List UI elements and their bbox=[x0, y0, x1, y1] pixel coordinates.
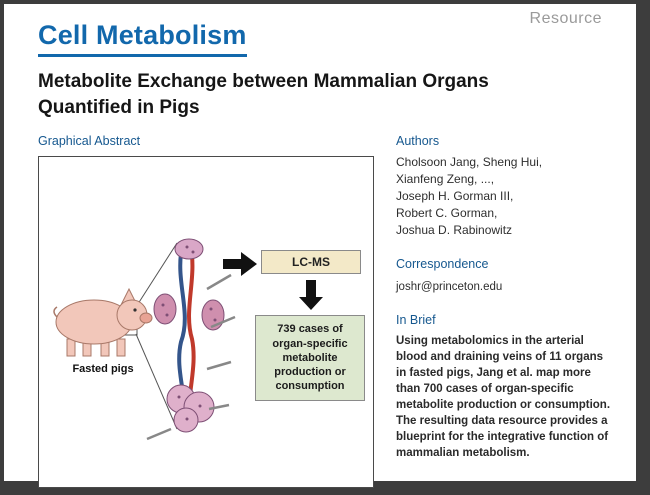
content-columns: Graphical Abstract bbox=[38, 134, 636, 489]
article-title: Metabolite Exchange between Mammalian Or… bbox=[38, 71, 489, 118]
journal-page: Resource Cell Metabolism Metabolite Exch… bbox=[4, 4, 636, 489]
info-column: Authors Cholsoon Jang, Sheng Hui, Xianfe… bbox=[396, 134, 616, 488]
correspondence-email-link[interactable]: joshr@princeton.edu bbox=[396, 281, 503, 294]
journal-title: Cell Metabolism bbox=[38, 20, 247, 57]
authors-heading: Authors bbox=[396, 134, 440, 149]
needle-icons bbox=[146, 274, 236, 441]
in-brief-heading: In Brief bbox=[396, 313, 436, 328]
arrow-down-icon bbox=[299, 280, 323, 311]
in-brief-text: Using metabolomics in the arterial blood… bbox=[396, 335, 611, 460]
author-line: Robert C. Gorman, bbox=[396, 206, 498, 221]
abstract-figure bbox=[53, 238, 323, 441]
author-line: Cholsoon Jang, Sheng Hui, bbox=[396, 155, 543, 170]
result-box: 739 cases of organ-specific metabolite p… bbox=[255, 315, 365, 401]
correspondence-heading: Correspondence bbox=[396, 257, 489, 272]
graphical-abstract-column: Graphical Abstract bbox=[38, 134, 380, 489]
organ-diagram bbox=[153, 238, 225, 433]
authors-list: Cholsoon Jang, Sheng Hui, Xianfeng Zeng,… bbox=[396, 154, 616, 239]
author-line: Joshua D. Rabinowitz bbox=[396, 223, 513, 238]
graphical-abstract-box: LC-MS 739 cases of organ-specific metabo… bbox=[38, 156, 374, 489]
author-line: Xianfeng Zeng, ..., bbox=[396, 172, 495, 187]
pig-illustration-icon bbox=[53, 288, 153, 357]
pig-label: Fasted pigs bbox=[72, 363, 134, 376]
lcms-box: LC-MS bbox=[261, 250, 361, 275]
arrow-right-icon bbox=[223, 252, 257, 277]
author-line: Joseph H. Gorman III, bbox=[396, 189, 514, 204]
article-type-label: Resource bbox=[529, 10, 602, 27]
graphical-abstract-heading: Graphical Abstract bbox=[38, 134, 141, 149]
